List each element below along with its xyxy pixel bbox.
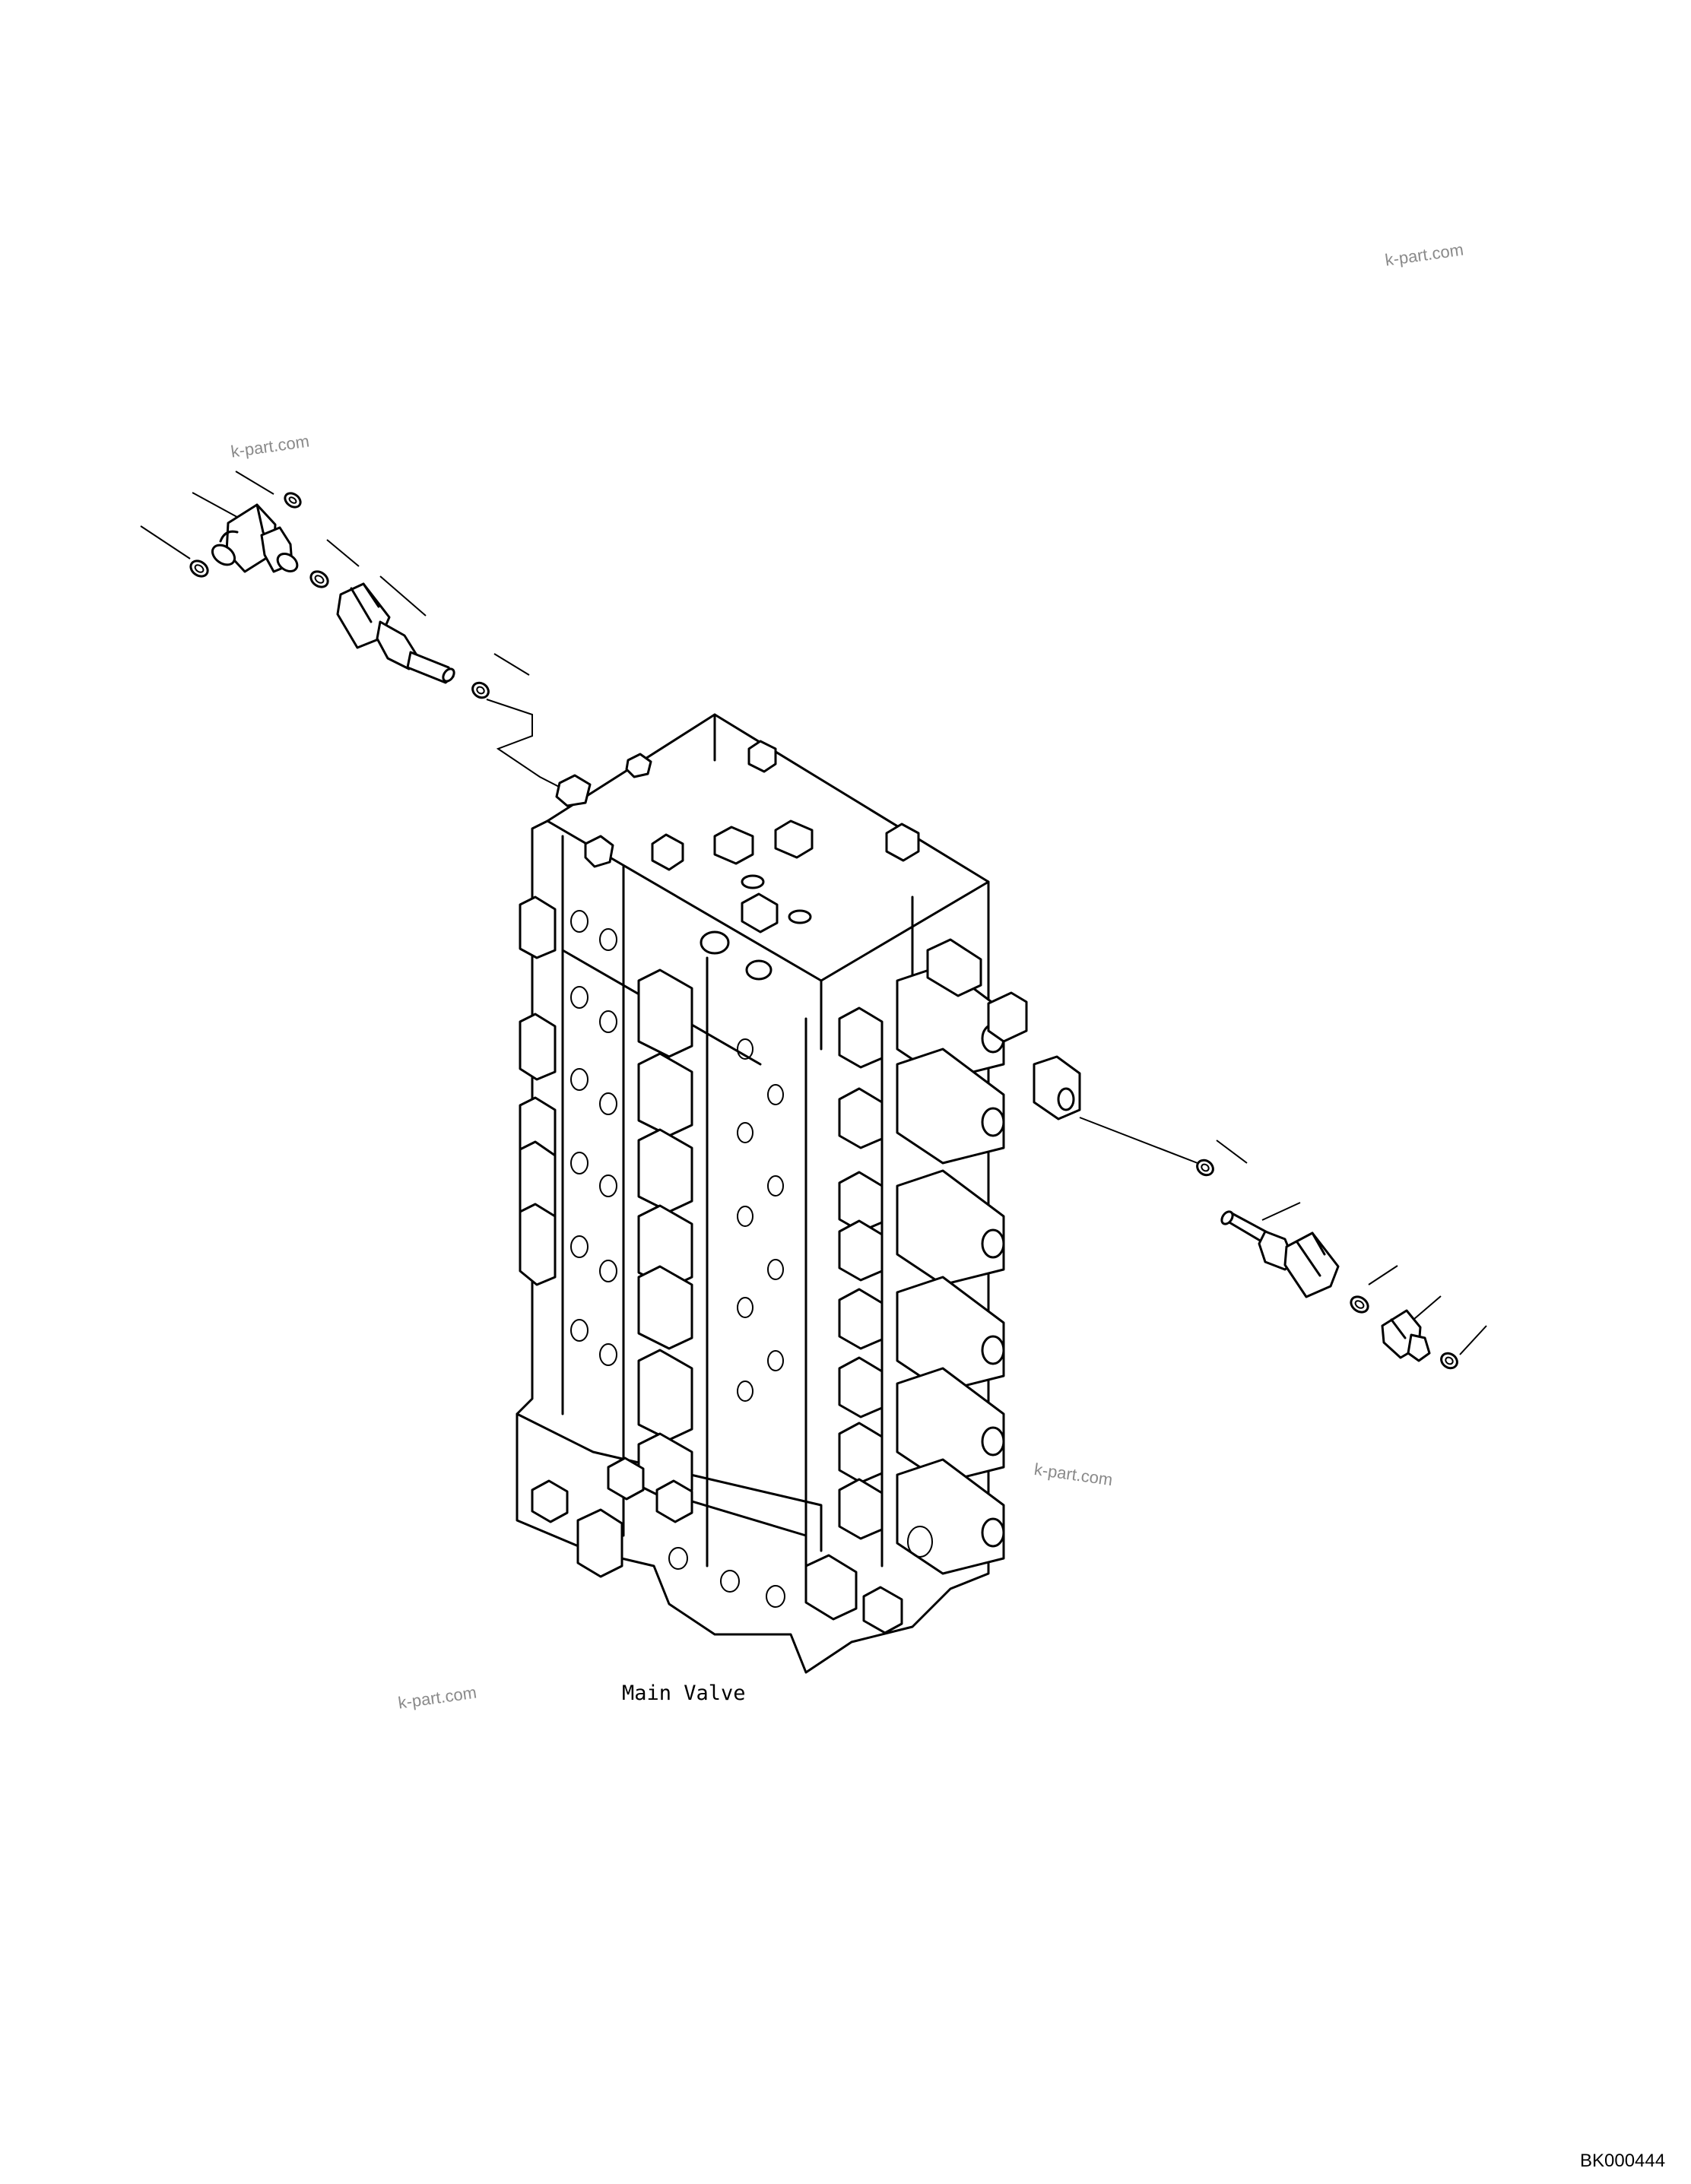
tee-fitting <box>211 503 299 573</box>
right-fitting-group <box>1079 1117 1487 1370</box>
left-face-ports <box>570 910 784 1402</box>
o-ring-right-upper <box>1196 1159 1214 1177</box>
bottom-bolts <box>531 1457 933 1634</box>
o-ring-lower <box>471 681 490 699</box>
o-ring-left <box>189 559 209 578</box>
o-ring-right-lower <box>1440 1352 1458 1370</box>
o-ring-upper-small <box>284 492 302 509</box>
o-ring-right-middle <box>1350 1295 1369 1314</box>
connector-right <box>1381 1309 1431 1362</box>
assembly-label: Main Valve <box>622 1682 746 1705</box>
right-side-caps <box>838 938 1081 1575</box>
hose-adapter-right <box>1220 1210 1340 1298</box>
top-plugs <box>555 740 920 981</box>
o-ring-middle <box>309 570 329 588</box>
upper-left-fitting-group <box>140 471 567 791</box>
hose-adapter <box>336 582 455 684</box>
drawing-code: BK000444 <box>1580 2151 1666 2171</box>
